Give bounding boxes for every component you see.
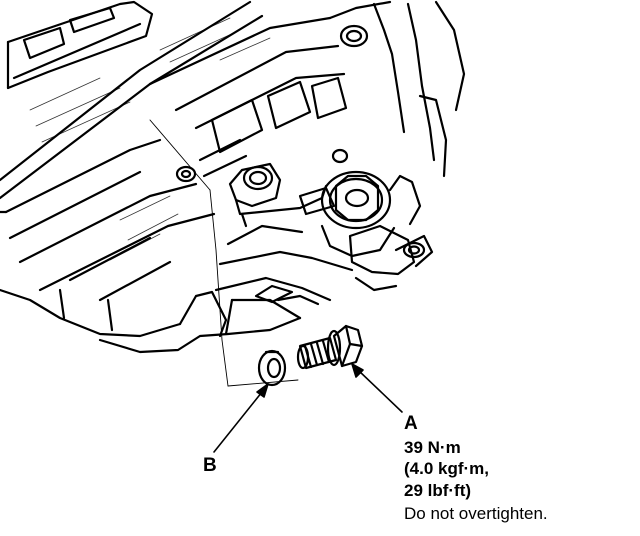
callout-b-letter: B <box>203 455 217 476</box>
mounting-bolt <box>320 170 422 258</box>
torque-lbf: 29 lbf·ft) <box>404 481 472 500</box>
drain-plug-boss <box>228 162 328 228</box>
drain-plug-bolt <box>296 324 364 370</box>
overtighten-note: Do not overtighten. <box>404 504 548 523</box>
callout-a-letter: A <box>404 413 418 434</box>
casting-hatching <box>29 17 271 261</box>
sealing-washer <box>257 349 287 387</box>
torque-nm: 39 N·m <box>404 438 461 457</box>
engine-housing <box>0 0 466 354</box>
leader-arrows <box>213 363 403 453</box>
reference-lines <box>149 119 299 387</box>
torque-kgf: (4.0 kgf·m, <box>404 459 490 478</box>
